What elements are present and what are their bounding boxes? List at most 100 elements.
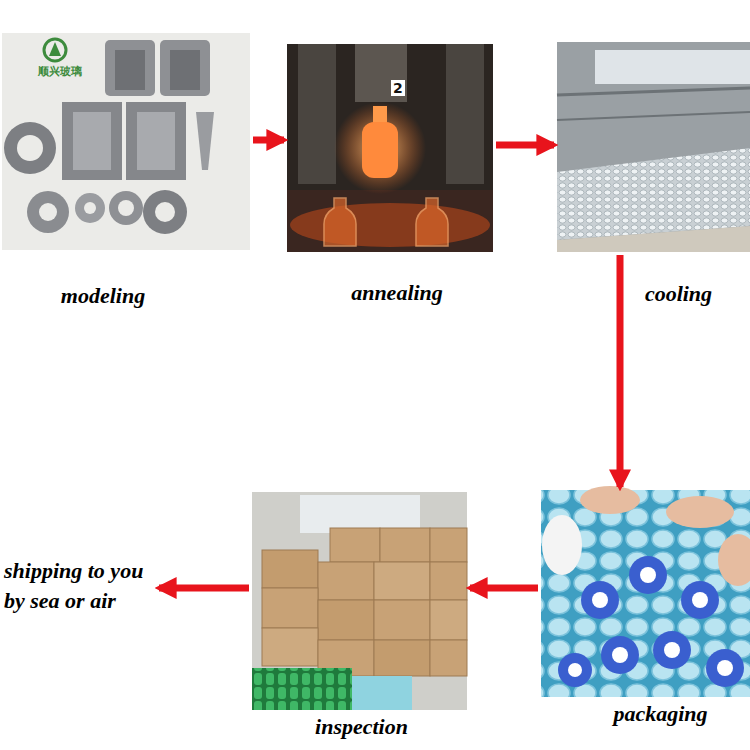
mold-photo-part (155, 202, 175, 222)
mold-photo-part (4, 122, 56, 174)
photo-step: packaging (541, 490, 750, 697)
mold-photo-part (84, 202, 96, 214)
destination-label: shipping to you by sea or air (4, 556, 156, 615)
photo-step: cooling (557, 42, 750, 252)
step-caption: packaging (613, 702, 707, 726)
step-caption: cooling (645, 282, 712, 306)
packaging-photo-part (541, 490, 750, 697)
warehouse-photo-part (252, 668, 352, 710)
furnace-photo-part (298, 44, 336, 184)
warehouse-photo-part (374, 562, 430, 600)
warehouse-photo-part (430, 528, 467, 562)
cooling-photo-part (557, 148, 750, 240)
warehouse-photo-part (374, 640, 430, 676)
step-caption: inspection (315, 715, 408, 739)
warehouse-photo-part (430, 600, 467, 640)
mold-photo-part (170, 50, 200, 90)
warehouse-photo-part (430, 640, 467, 676)
cooling-photo-part (557, 112, 750, 120)
warehouse-photo-part (318, 600, 374, 640)
warehouse-photo-part (262, 550, 318, 588)
machine-number: 2 (391, 80, 405, 96)
warehouse-photo-part (374, 600, 430, 640)
mold-photo-part (109, 191, 143, 225)
cooling-photo-part (557, 88, 750, 95)
packaging-photo-part (568, 663, 582, 677)
furnace-photo-part (287, 44, 493, 252)
warehouse-photo-part (352, 676, 412, 710)
mold-photo-part (75, 193, 105, 223)
mold-photo-part (137, 112, 175, 170)
cooling-photo-part (557, 226, 750, 252)
furnace-photo (287, 44, 493, 252)
flow-arrow (159, 585, 249, 592)
mold-photo-part (39, 203, 57, 221)
photo-step: annealing (287, 44, 493, 252)
mold-photo-part (105, 40, 155, 96)
mold-photo-part (143, 190, 187, 234)
flow-arrow (470, 585, 538, 592)
packaging-photo-part (558, 653, 592, 687)
cooling-photo-part (595, 50, 750, 84)
photo-step: inspection (252, 492, 467, 710)
watermark-logo: 顺兴玻璃 (36, 66, 84, 79)
furnace-photo-part (373, 106, 387, 124)
destination-text: shipping to you by sea or air (4, 556, 156, 615)
mold-photo (2, 33, 250, 250)
packaging-photo-part (718, 534, 750, 586)
packaging-photo-part (666, 496, 734, 528)
step-caption: annealing (351, 281, 443, 305)
cooling-photo (557, 42, 750, 252)
mold-photo-part (27, 191, 69, 233)
packaging-photo-part (664, 642, 680, 658)
mold-photo-part (115, 50, 145, 90)
mold-photo-part (196, 112, 214, 170)
mold-photo-part (118, 200, 134, 216)
mold-photo-part (73, 112, 111, 170)
flow-arrow (253, 137, 284, 144)
packaging-photo-part (629, 556, 667, 594)
packaging-photo-part (580, 486, 640, 514)
warehouse-photo-part (318, 562, 374, 600)
cooling-photo-part (557, 42, 750, 252)
mold-photo-part (2, 33, 250, 250)
packaging-photo (541, 486, 750, 697)
furnace-photo-part (446, 44, 484, 184)
packaging-photo-part (706, 649, 744, 687)
furnace-photo-part (334, 102, 426, 194)
packaging-photo-part (717, 660, 733, 676)
warehouse-photo-part (262, 628, 318, 666)
packaging-photo-part (612, 647, 628, 663)
furnace-photo-part (355, 44, 407, 102)
furnace-photo-part (287, 190, 493, 252)
packaging-photo-part (640, 567, 656, 583)
furnace-photo-part (362, 122, 398, 178)
packaging-photo-part (601, 636, 639, 674)
warehouse-photo-part (262, 588, 318, 628)
furnace-photo-part (324, 198, 356, 246)
mold-photo-part (126, 102, 186, 180)
mold-photo-part (17, 135, 43, 161)
mold-photo-part (160, 40, 210, 96)
furnace-photo-part (416, 198, 448, 246)
flow-arrow (617, 255, 624, 487)
warehouse-photo-part (252, 492, 467, 710)
warehouse-photo (252, 492, 467, 710)
warehouse-photo-part (330, 528, 380, 562)
furnace-photo-part (290, 203, 490, 247)
packaging-photo-part (542, 515, 582, 575)
warehouse-photo-part (430, 562, 467, 600)
packaging-photo-part (581, 581, 619, 619)
packaging-photo-part (692, 592, 708, 608)
mold-photo-part (44, 39, 66, 61)
packaging-photo-part (681, 581, 719, 619)
packaging-photo-part (592, 592, 608, 608)
mold-photo-part (62, 102, 122, 180)
step-caption: modeling (61, 284, 145, 308)
warehouse-photo-part (380, 528, 430, 562)
packaging-photo-part (653, 631, 691, 669)
mold-photo-part (49, 42, 61, 56)
flow-arrow (496, 142, 554, 149)
